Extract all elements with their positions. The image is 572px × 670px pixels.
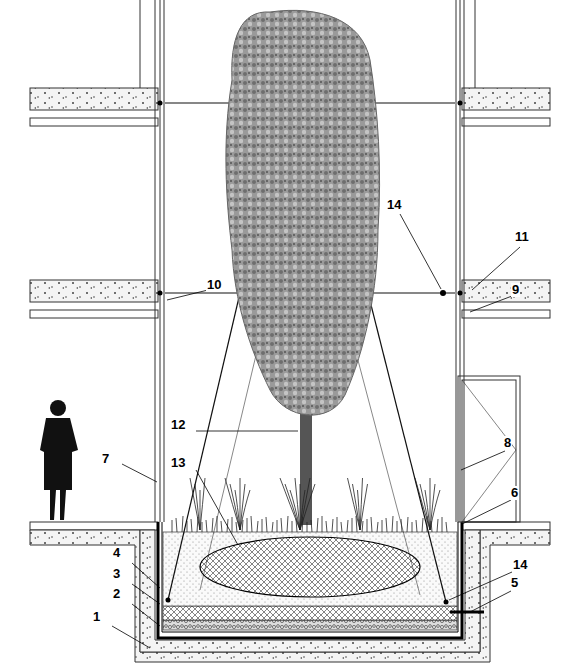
callout-number: 12 bbox=[170, 418, 186, 432]
callout-number: 14 bbox=[386, 198, 402, 212]
callout-number: 2 bbox=[112, 587, 121, 601]
callout-number: 5 bbox=[510, 576, 519, 590]
callout-number: 10 bbox=[206, 278, 222, 292]
callout-number: 1 bbox=[92, 610, 101, 624]
callout-number: 13 bbox=[170, 456, 186, 470]
callout-number: 4 bbox=[112, 546, 121, 560]
callout-number: 7 bbox=[101, 452, 110, 466]
callout-number: 8 bbox=[503, 436, 512, 450]
callout-number: 11 bbox=[514, 230, 530, 244]
callout-number: 3 bbox=[112, 567, 121, 581]
callout-number: 14 bbox=[512, 558, 528, 572]
callout-number: 9 bbox=[511, 283, 520, 297]
callout-number: 6 bbox=[510, 486, 519, 500]
